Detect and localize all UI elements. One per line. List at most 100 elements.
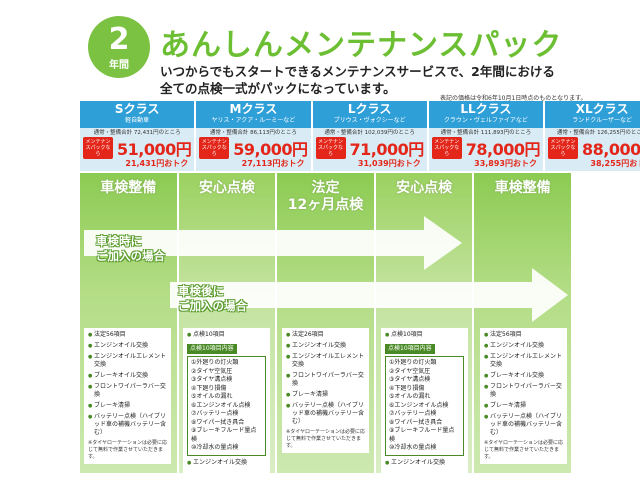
checklist-anshin2: 点検10項目点検10項目内容①外廻りの灯火類②タイヤ空気圧③タイヤ溝点検④下廻り… — [381, 328, 468, 473]
pack-price: 88,000円 — [582, 140, 640, 159]
class-normal-price: 通常・整備合計 111,893円のところ — [440, 130, 532, 136]
list-item: エンジンオイル交換 — [286, 342, 365, 350]
list-item: フロントワイパーラバー交換 — [286, 372, 365, 388]
class-card: XLクラスランドクルーザーなど通常・整備合計 126,255円のところメンテナン… — [545, 101, 640, 171]
arrow-label-line: 車検時に — [96, 234, 142, 248]
sub-list-item: ②タイヤ空気圧 — [389, 367, 431, 375]
sub-list-item: ⑥エンジンオイル点検 — [389, 401, 449, 409]
class-name: Mクラス — [229, 102, 278, 116]
list-footnote: ※タイヤローテーションは必要に応じて無料で作業させていただきます。 — [88, 440, 167, 460]
class-normal-price: 通常・整備合計 126,255円のところ — [556, 130, 640, 136]
sub-list-item: ④下廻り損傷 — [191, 384, 227, 392]
sub-list-heading: 点検10項目内容 — [187, 344, 237, 354]
pack-tag: メンテナンスパックなら — [199, 137, 230, 159]
class-models: クラウン・ヴェルファイアなど — [443, 117, 528, 124]
sub-list-item: ⑧ワイパー拭き具合 — [191, 418, 245, 426]
class-models: プリウス・ヴォクシーなど — [333, 117, 406, 124]
list-item: ブレーキ清掃 — [286, 391, 365, 399]
column-title: 安心点検 — [198, 180, 255, 196]
pack-tag: メンテナンスパックなら — [431, 137, 462, 159]
checklist-anshin1: 点検10項目点検10項目内容①外廻りの灯火類②タイヤ空気圧③タイヤ溝点検④下廻り… — [183, 328, 270, 473]
pack-price: 51,000円 — [117, 140, 192, 159]
column-title: 車検整備 — [494, 180, 551, 196]
checklist-shaken2: 法定56項目エンジンオイル交換エンジンオイルエレメント交換ブレーキオイル交換フロ… — [480, 328, 567, 464]
arrow-label-line: ご加入の場合 — [96, 249, 165, 263]
class-card: LLクラスクラウン・ヴェルファイアなど通常・整備合計 111,893円のところメ… — [428, 101, 543, 171]
sub-list-item: ⑤オイルの漏れ — [191, 393, 233, 400]
sub-list-item: ⑨ブレーキフルード量点検 — [389, 427, 455, 443]
class-name: XLクラス — [575, 102, 629, 116]
list-footnote: ※タイヤローテーションは必要に応じて無料で作業させていただきます。 — [286, 429, 365, 449]
pack-price: 71,000円 — [349, 140, 425, 159]
sub-list-item: ⑧ワイパー拭き具合 — [389, 418, 443, 426]
arrow-after-shaken — [170, 268, 568, 322]
class-header: Sクラス軽自動車 — [80, 101, 195, 128]
list-item: エンジンオイルエレメント交換 — [484, 353, 563, 369]
arrow-at-shaken — [84, 216, 462, 270]
list-item: ブレーキ清掃 — [88, 402, 167, 410]
description: いつからでもスタートできるメンテナンスサービスで、2年間における 全ての点検一式… — [160, 63, 560, 97]
column-title-line: 法定 — [311, 180, 340, 196]
badge-unit: 年間 — [109, 60, 129, 71]
class-header: Lクラスプリウス・ヴォクシーなど — [312, 101, 427, 128]
list-item: ブレーキオイル交換 — [484, 372, 563, 380]
savings: 33,893円おトク — [474, 159, 537, 168]
sub-list-item: ①外廻りの灯火類 — [191, 359, 239, 366]
list-item: 法定56項目 — [484, 331, 563, 339]
sub-list-item: ②タイヤ空気圧 — [191, 367, 233, 375]
two-year-badge: 2 年間 — [88, 16, 150, 78]
checklist-hotei: 法定26項目エンジンオイル交換エンジンオイルエレメント交換フロントワイパーラバー… — [282, 328, 369, 453]
sub-list-item: ⑤オイルの漏れ — [389, 393, 431, 400]
sub-list-item: ③タイヤ溝点検 — [389, 376, 431, 383]
class-models: 軽自動車 — [125, 117, 150, 124]
class-models: ランドクルーザーなど — [572, 117, 632, 124]
list-item: 点検10項目 — [385, 331, 464, 339]
page-title: あんしんメンテナンスパック — [160, 28, 563, 63]
checklist-shaken1: 法定56項目エンジンオイル交換エンジンオイルエレメント交換ブレーキオイル交換フロ… — [84, 328, 171, 464]
sub-list-item: ⑩冷却水の量点検 — [191, 444, 239, 451]
description-line-1: いつからでもスタートできるメンテナンスサービスで、2年間における — [160, 64, 555, 79]
savings: 27,113円おトク — [241, 159, 305, 168]
sub-list-item: ①外廻りの灯火類 — [389, 359, 437, 366]
list-item: バッテリー点検（ハイブリッド車の補機バッテリー含む） — [88, 413, 167, 437]
price-note: 表記の価格は令和6年10月1日時点のものとなります。 — [440, 95, 587, 102]
column-title-line: 12ヶ月点検 — [287, 197, 364, 213]
class-name: LLクラス — [460, 102, 512, 116]
list-item: エンジンオイル交換 — [187, 459, 266, 467]
class-header: LLクラスクラウン・ヴェルファイアなど — [428, 101, 543, 128]
sub-list-item: ⑨ブレーキフルード量点検 — [191, 427, 257, 443]
badge-number: 2 — [108, 22, 130, 57]
list-item: バッテリー点検（ハイブリッド車の補機バッテリー含む） — [286, 402, 365, 426]
pack-tag: メンテナンスパックなら — [83, 137, 113, 159]
list-item: 法定26項目 — [286, 331, 365, 339]
arrow-label-after-shaken: 車検後に ご加入の場合 — [178, 284, 247, 314]
class-name: Lクラス — [347, 102, 392, 116]
sub-list-item: ⑦バッテリー点検 — [191, 410, 239, 417]
list-item: エンジンオイルエレメント交換 — [286, 353, 365, 369]
class-normal-price: 通常・整備合計 72,431円のところ — [93, 130, 181, 136]
pack-tag: メンテナンスパックなら — [315, 137, 346, 159]
description-line-2: 全ての点検一式がパックになっています。 — [160, 81, 396, 96]
arrow-label-at-shaken: 車検時に ご加入の場合 — [96, 234, 165, 264]
list-item: ブレーキオイル交換 — [88, 372, 167, 380]
pack-price: 59,000円 — [233, 140, 308, 159]
column-title: 安心点検 — [396, 180, 453, 196]
list-item: ブレーキ清掃 — [484, 402, 563, 410]
savings: 21,431円おトク — [125, 159, 189, 168]
list-item: エンジンオイルエレメント交換 — [88, 353, 167, 369]
column-title: 車検整備 — [100, 180, 157, 196]
list-footnote: ※タイヤローテーションは必要に応じて無料で作業させていただきます。 — [484, 440, 563, 460]
list-item: エンジンオイル交換 — [484, 342, 563, 350]
class-card: Mクラスヤリス・アクア・ルーミーなど通常・整備合計 86,113円のところメンテ… — [196, 101, 311, 171]
class-header: XLクラスランドクルーザーなど — [545, 101, 640, 128]
class-normal-price: 通常・整備合計 86,113円のところ — [209, 130, 297, 136]
